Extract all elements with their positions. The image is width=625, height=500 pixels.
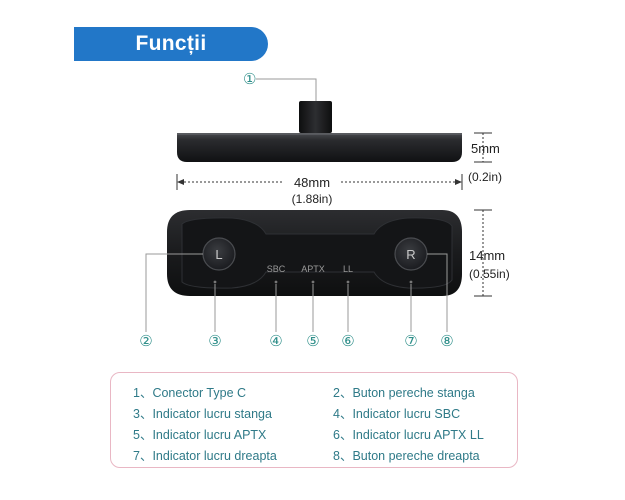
- callout-3-number: ③: [208, 333, 221, 350]
- callout-5-number: ⑤: [306, 333, 319, 350]
- legend-item: 5、Indicator lucru APTX: [133, 428, 267, 442]
- legend-item: 7、Indicator lucru dreapta: [133, 449, 277, 463]
- legend-item: 2、Buton pereche stanga: [333, 386, 475, 400]
- callout-6-number: ⑥: [341, 333, 354, 350]
- legend-item: 4、Indicator lucru SBC: [333, 407, 461, 421]
- device-top-view: L R SBC APTX LL: [167, 210, 462, 296]
- type-c-connector: [299, 101, 332, 133]
- callout-8-number: ⑧: [440, 333, 453, 350]
- callout-4-number: ④: [269, 333, 282, 350]
- height-dimension: 5mm (0.2in): [468, 132, 502, 184]
- depth-in-label: (0.55in): [469, 267, 510, 281]
- aptx-indicator-led: [311, 280, 315, 284]
- legend-item: 6、Indicator lucru APTX LL: [333, 428, 484, 442]
- section-title-banner: Funcții: [74, 27, 268, 61]
- legend-box: 1、Conector Type C 2、Buton pereche stanga…: [110, 372, 518, 468]
- legend-item: 8、Buton pereche dreapta: [333, 449, 480, 463]
- sbc-label: SBC: [267, 264, 286, 274]
- left-button-label: L: [215, 247, 222, 262]
- aptx-label: APTX: [301, 264, 325, 274]
- ll-indicator-led: [346, 280, 350, 284]
- callout-2-leader: [145, 253, 203, 332]
- height-in-label: (0.2in): [468, 170, 502, 184]
- device-side-view: [177, 101, 462, 162]
- device-side-body: [177, 133, 462, 162]
- callout-7-number: ⑦: [404, 333, 417, 350]
- ll-label: LL: [343, 264, 353, 274]
- width-arrow-left: [177, 179, 184, 185]
- sbc-indicator-led: [274, 280, 278, 284]
- legend-item: 3、Indicator lucru stanga: [133, 407, 272, 421]
- right-indicator-led: [409, 280, 413, 284]
- depth-mm-label: 14mm: [469, 248, 505, 263]
- left-indicator-led: [213, 280, 217, 284]
- width-arrow-right: [455, 179, 462, 185]
- callouts-lower: ② ③ ④ ⑤ ⑥ ⑦ ⑧: [139, 253, 454, 350]
- right-button-label: R: [406, 247, 415, 262]
- callout-1-leader: [256, 78, 317, 101]
- width-mm-label: 48mm: [294, 175, 330, 190]
- section-title: Funcții: [135, 32, 207, 55]
- callout-1-number: ①: [243, 71, 256, 88]
- height-mm-label: 5mm: [471, 141, 500, 156]
- device-top-recess: [181, 217, 453, 289]
- width-dimension: 48mm (1.88in): [176, 174, 463, 206]
- width-in-label: (1.88in): [292, 192, 333, 206]
- legend-item: 1、Conector Type C: [133, 386, 247, 400]
- callout-2-number: ②: [139, 333, 152, 350]
- callout-1: ①: [243, 71, 317, 101]
- depth-dimension: 14mm (0.55in): [469, 209, 510, 297]
- callout-8-leader: [427, 253, 448, 332]
